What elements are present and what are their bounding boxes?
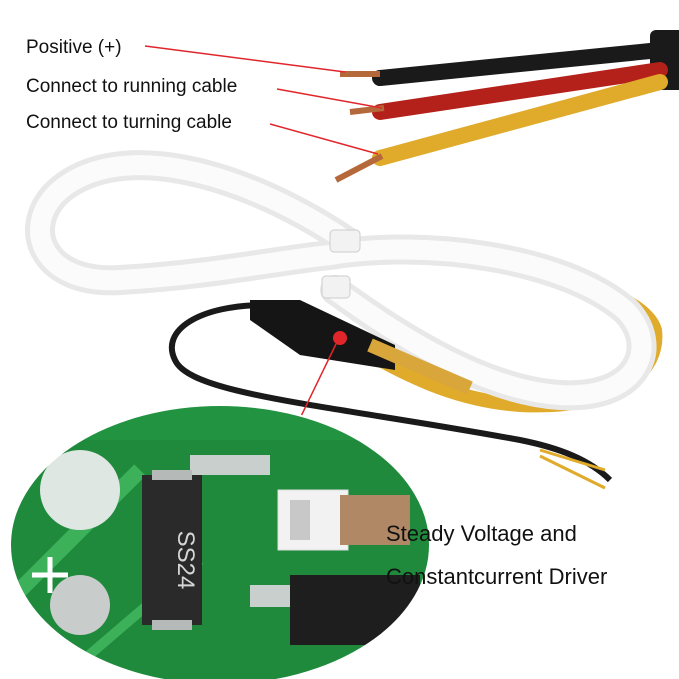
driver-module	[250, 300, 473, 395]
label-positive: Positive (+)	[26, 37, 122, 58]
black-wire	[372, 42, 668, 86]
label-running-cable: Connect to running cable	[26, 76, 238, 97]
black-lead-wire	[168, 302, 613, 483]
pointer-lines	[144, 45, 383, 155]
yellow-wire	[372, 74, 668, 166]
tube-end-cap-bottom	[321, 275, 351, 299]
tube-end-cap-top	[329, 229, 361, 253]
copper-tip-3	[334, 153, 384, 183]
copper-tip-2	[349, 105, 385, 115]
driver-marker-dot	[333, 331, 347, 345]
chip-marking: SS24	[172, 531, 199, 590]
diode-chip	[142, 475, 202, 625]
caption-line-2: Constantcurrent Driver	[386, 564, 608, 589]
label-turning-cable: Connect to turning cable	[26, 112, 232, 133]
caption-line-1: Steady Voltage and	[386, 521, 577, 546]
red-wire	[372, 62, 668, 120]
pcb-closeup: SS24	[10, 405, 430, 679]
cable-bundle	[334, 30, 679, 183]
